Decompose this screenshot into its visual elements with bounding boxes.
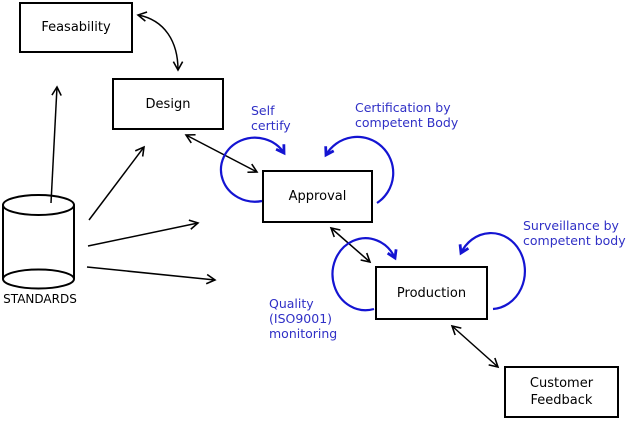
node-production: Production [375,266,488,320]
arrow-standards-design [88,145,145,221]
arrow-feasability-design [136,11,184,72]
arrow-standards-production [86,266,217,285]
arrow-standards-approval [87,219,200,247]
node-customer-feedback: Customer Feedback [504,366,619,418]
annotation-self-certify: Self certify [251,103,291,133]
annotation-certification-by-competent-body: Certification by competent Body [355,100,459,130]
node-design: Design [112,78,224,130]
annotation-quality-iso9001-monitoring: Quality (ISO9001) monitoring [269,296,338,341]
arrow-approval-production [329,226,372,264]
arrow-standards-feasability [50,85,62,204]
node-approval: Approval [262,170,373,223]
annotation-surveillance-by-competent-body: Surveillance by competent body [523,218,626,248]
arrow-production-customer-feedback [450,324,500,369]
node-feasability: Feasability [19,2,133,53]
arrow-design-approval [184,133,259,174]
standards-label: STANDARDS [3,292,77,306]
standards-cylinder [2,194,75,290]
